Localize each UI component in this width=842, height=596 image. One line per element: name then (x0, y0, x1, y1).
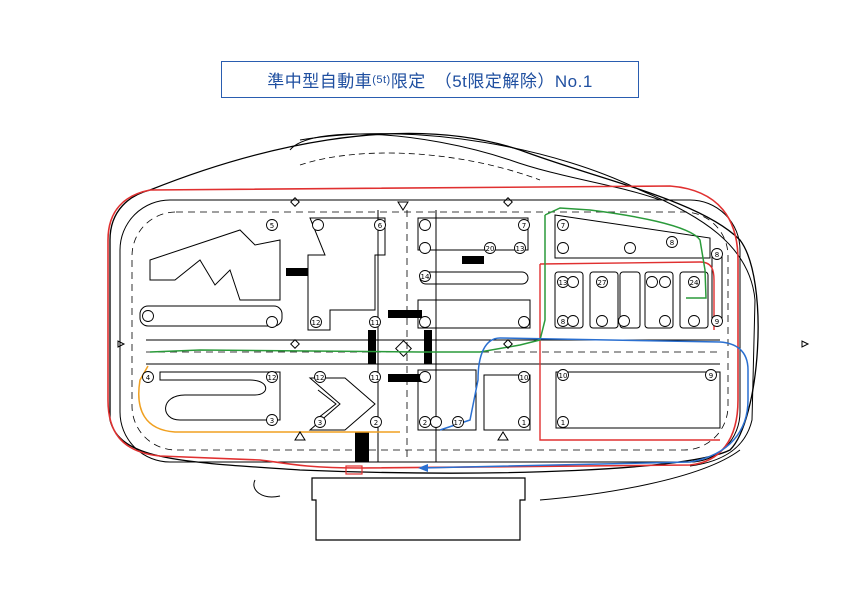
center-mid-block (417, 299, 531, 329)
start-marker (345, 465, 363, 475)
marker-label: 7 (561, 222, 565, 230)
left-block-top (149, 229, 281, 301)
route-orange (138, 365, 400, 433)
marker-label: 5 (270, 222, 274, 230)
left-block-s-curve (159, 371, 281, 421)
diamond-markers (290, 197, 513, 349)
marker-label: 9 (715, 318, 719, 326)
building (311, 477, 526, 541)
marker-circles (142, 219, 723, 428)
triangle-markers (117, 201, 810, 441)
marker-label: 12 (316, 374, 325, 382)
title-after: 限定 （5t限定解除）No.1 (390, 72, 593, 91)
marker-label: 8 (715, 251, 719, 259)
marker-label: 10 (559, 372, 568, 380)
marker-label: 14 (421, 273, 430, 281)
marker-label: 3 (318, 419, 322, 427)
marker-label: 12 (312, 319, 321, 327)
course-outer-boundary (109, 132, 759, 474)
center-left-chevrons (308, 377, 376, 431)
route-red-block (539, 261, 720, 441)
bottom-curve-left (253, 479, 281, 498)
right-bottom-s-curve (555, 371, 721, 429)
marker-label: 3 (270, 417, 274, 425)
marker-label: 4 (146, 374, 151, 382)
marker-label: 8 (561, 318, 565, 326)
marker-label: 2 (423, 419, 427, 427)
intersection-diamond (395, 340, 412, 357)
route-blue (419, 337, 749, 469)
route-green (149, 207, 707, 353)
course-inner-edge (299, 133, 756, 467)
route-blue-arrow (418, 464, 428, 472)
center-left-block-top (307, 217, 386, 331)
marker-label: 13 (559, 279, 568, 287)
marker-label: 10 (520, 374, 529, 382)
marker-label: 9 (709, 372, 713, 380)
marker-label: 13 (516, 245, 525, 253)
marker-label: 1 (561, 419, 565, 427)
center-lower-block (417, 369, 531, 431)
bottom-curve-right (539, 449, 741, 501)
marker-label: 27 (598, 279, 607, 287)
marker-label: 1 (522, 419, 526, 427)
outer-lane-line (119, 199, 741, 463)
outer-lane-dash (131, 211, 729, 451)
marker-label: 2 (374, 419, 378, 427)
marker-label: 17 (454, 419, 463, 427)
left-block-narrow (139, 305, 283, 327)
marker-label: 6 (378, 222, 383, 230)
right-top-block (554, 214, 711, 259)
map-title: 準中型自動車 (5t) 限定 （5t限定解除）No.1 (221, 61, 639, 98)
marker-label: 12 (268, 374, 277, 382)
marker-label: 7 (522, 222, 526, 230)
top-curve-road (289, 133, 661, 201)
crosswalk-stripes (286, 256, 484, 462)
marker-label: 11 (371, 319, 380, 327)
title-main: 準中型自動車 (267, 72, 373, 91)
top-curve-dash (299, 152, 541, 181)
marker-label: 20 (486, 245, 495, 253)
marker-label: 8 (670, 239, 674, 247)
marker-label: 11 (371, 374, 380, 382)
marker-label: 24 (690, 279, 699, 287)
marker-labels: 4 12 3 2 1 10 5 6 7 8 14 13 20 11 12 13 … (146, 222, 719, 427)
title-paren: (5t) (372, 73, 391, 86)
route-red (107, 185, 739, 469)
center-top-block (417, 217, 529, 251)
